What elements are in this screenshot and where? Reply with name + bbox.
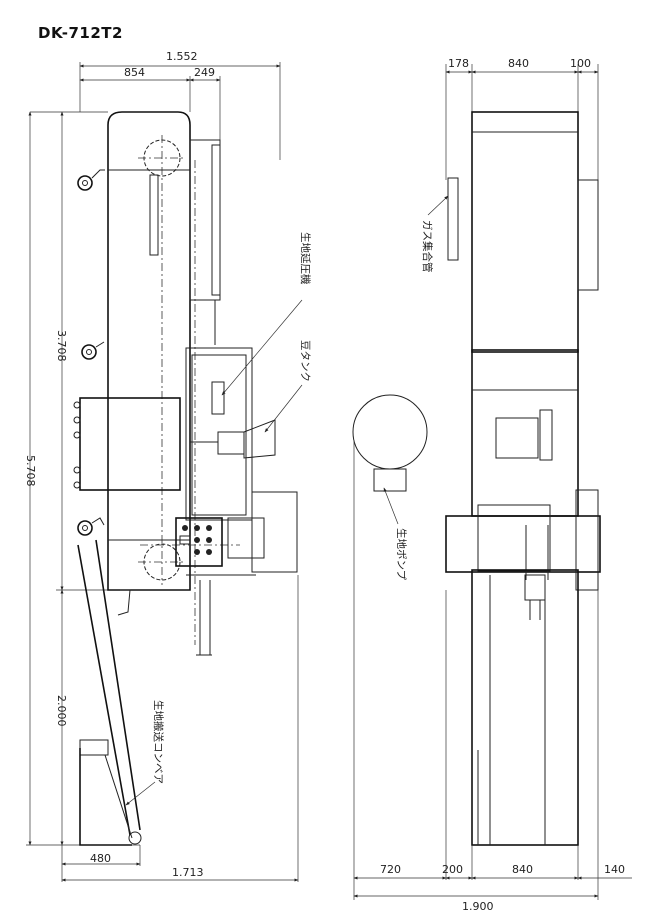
label-dough-pump: 生地ポンプ [395, 528, 408, 581]
dim-1713: 1.713 [172, 866, 204, 879]
side-view: 1.552 854 249 3.708 5.708 2.000 [24, 50, 312, 882]
label-dough-sheet-machine: 生地延圧機 [299, 232, 312, 285]
front-view: 178 840 100 [352, 57, 632, 913]
dough-conveyor [77, 539, 142, 846]
label-dough-conveyor: 生地搬送コンベア [152, 700, 165, 784]
dim-2000: 2.000 [55, 695, 68, 727]
dim-249: 249 [194, 66, 215, 79]
burner-box [73, 397, 181, 491]
dim-3708: 3.708 [55, 330, 68, 362]
oven-tower [77, 111, 240, 645]
dim-5708: 5.708 [24, 455, 37, 487]
dim-140: 140 [604, 863, 625, 876]
front-labels: ガス集合管 生地ポンプ [383, 195, 449, 581]
side-bottom-dimensions: 480 1.713 [61, 575, 299, 882]
side-top-dimensions: 1.552 854 249 [79, 50, 281, 160]
dim-100: 100 [570, 57, 591, 70]
control-panel-buttons [179, 525, 212, 555]
dim-1552: 1.552 [166, 50, 198, 63]
dim-1900: 1.900 [462, 900, 494, 913]
label-bean-tank: 豆タンク [299, 340, 311, 382]
dim-200: 200 [442, 863, 463, 876]
label-gas-manifold: ガス集合管 [421, 220, 434, 273]
sheeting-machine [175, 347, 298, 656]
dim-720: 720 [380, 863, 401, 876]
dim-840-bottom: 840 [512, 863, 533, 876]
front-tower [352, 111, 601, 846]
dim-480: 480 [90, 852, 111, 865]
front-top-dimensions: 178 840 100 [445, 57, 599, 180]
dim-840-top: 840 [508, 57, 529, 70]
front-bottom-dimensions: 720 200 840 140 1.900 [353, 440, 632, 913]
model-title: DK-712T2 [38, 24, 123, 42]
side-labels: 生地延圧機 豆タンク 生地搬送コンベア [125, 232, 312, 806]
dim-178: 178 [448, 57, 469, 70]
dim-854: 854 [124, 66, 145, 79]
